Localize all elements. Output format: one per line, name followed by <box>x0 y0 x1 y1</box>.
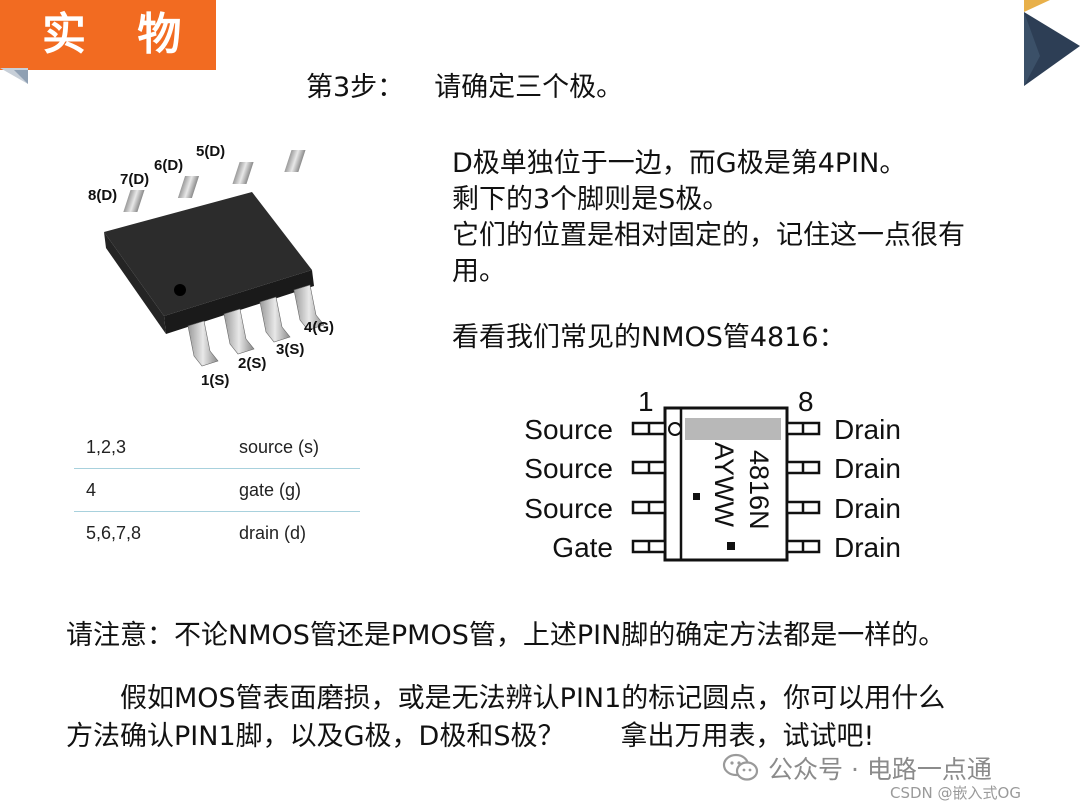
pin-label-6: 6(D) <box>154 157 183 174</box>
wechat-icon <box>722 753 759 781</box>
slide-title: 实 物 <box>42 9 200 60</box>
right-pin-label: Drain <box>834 453 901 484</box>
chip-back-pins <box>123 150 306 212</box>
table-cell-role: source (s) <box>239 436 320 457</box>
wechat-watermark: 公众号 · 电路一点通 <box>722 750 992 786</box>
marking-part-number: 4816N <box>744 450 774 530</box>
watermark-text: 公众号 · 电路一点通 <box>768 755 992 784</box>
description-line: 剩下的3个脚则是S极。 <box>452 184 730 215</box>
pin1-dot <box>174 284 186 296</box>
right-pins <box>785 421 821 554</box>
chip-body-side <box>164 270 314 334</box>
question-line-text: 方法确认PIN1脚，以及G极，D极和S极？ <box>66 721 565 752</box>
question-block: 假如MOS管表面磨损，或是无法辨认PIN1的标记圆点，你可以用什么 方法确认PI… <box>66 680 945 756</box>
pin-label-1: 1(S) <box>201 372 229 389</box>
table-cell-pins: 5,6,7,8 <box>74 511 239 554</box>
right-pin-label: Drain <box>834 414 901 445</box>
pin8-number: 8 <box>798 386 814 417</box>
chip-body-top <box>104 192 312 316</box>
csdn-watermark: CSDN @嵌入式OG <box>890 784 1021 802</box>
pin-label-8: 8(D) <box>88 187 117 204</box>
marking-end-dot <box>727 542 735 550</box>
table-row: 1,2,3 source (s) <box>74 426 360 469</box>
pin-label-3: 3(S) <box>276 341 304 358</box>
description-line: 它们的位置是相对固定的，记住这一点很有 <box>452 220 965 251</box>
table-cell-pins: 1,2,3 <box>86 436 127 457</box>
left-pin-label: Source <box>524 453 613 484</box>
left-pin-label: Source <box>524 414 613 445</box>
chip-front-pins <box>187 284 325 367</box>
pin-label-7: 7(D) <box>120 171 149 188</box>
banner-fold-shade <box>14 70 28 84</box>
step-text: 请确定三个极。 <box>434 72 624 103</box>
chip-body-end <box>104 232 166 334</box>
pin-label-4: 4(G) <box>304 319 334 336</box>
left-pin-label: Gate <box>552 532 613 563</box>
nmos-caption: 看看我们常见的NMOS管4816： <box>452 322 846 353</box>
chip-photo: 1(S) 2(S) 3(S) 4(G) 5(D) 6(D) 7(D) 8(D) <box>88 143 334 389</box>
right-pin-label: Drain <box>834 493 901 524</box>
pin-label-2: 2(S) <box>238 355 266 372</box>
note-line: 请注意：不论NMOS管还是PMOS管，上述PIN脚的确定方法都是一样的。 <box>66 620 946 651</box>
step-label: 第3步： <box>306 72 405 103</box>
pin1-number: 1 <box>638 386 654 417</box>
description-block: D极单独位于一边，而G极是第4PIN。 剩下的3个脚则是S极。 它们的位置是相对… <box>452 146 1052 290</box>
left-pins <box>631 421 667 554</box>
table-cell-role: gate (g) <box>239 468 360 512</box>
nmos-4816-pinout-diagram: 1 8 Source Source Source Gate Drain Drai… <box>524 386 901 563</box>
question-line: 假如MOS管表面磨损，或是无法辨认PIN1的标记圆点，你可以用什么 <box>120 683 946 714</box>
table-row: 5,6,7,8 drain (d) <box>74 511 360 554</box>
title-banner <box>0 0 216 70</box>
ic-marking-band <box>685 418 781 440</box>
step-heading: 第3步： 请确定三个极。 <box>306 70 623 106</box>
table-row: 4 gate (g) <box>74 468 360 512</box>
right-pin-label: Drain <box>834 532 901 563</box>
corner-triangle-decoration <box>1024 0 1080 86</box>
table-cell-role: drain (d) <box>239 511 360 554</box>
pin1-indicator-icon <box>668 422 682 436</box>
answer-hint: 拿出万用表，试试吧! <box>620 721 875 752</box>
question-line-2: 方法确认PIN1脚，以及G极，D极和S极？ 拿出万用表，试试吧! <box>66 718 945 756</box>
pin-function-table: 1,2,3 source (s) 4 gate (g) 5,6,7,8 drai… <box>74 426 360 554</box>
center-dot-mark <box>693 493 700 500</box>
table-cell-pins: 4 <box>74 468 239 512</box>
description-line: D极单独位于一边，而G极是第4PIN。 <box>452 148 907 179</box>
description-line: 用。 <box>452 256 506 287</box>
marking-date-code: AYWW <box>709 442 739 527</box>
left-pin-label: Source <box>524 493 613 524</box>
pin-label-5: 5(D) <box>196 143 225 160</box>
